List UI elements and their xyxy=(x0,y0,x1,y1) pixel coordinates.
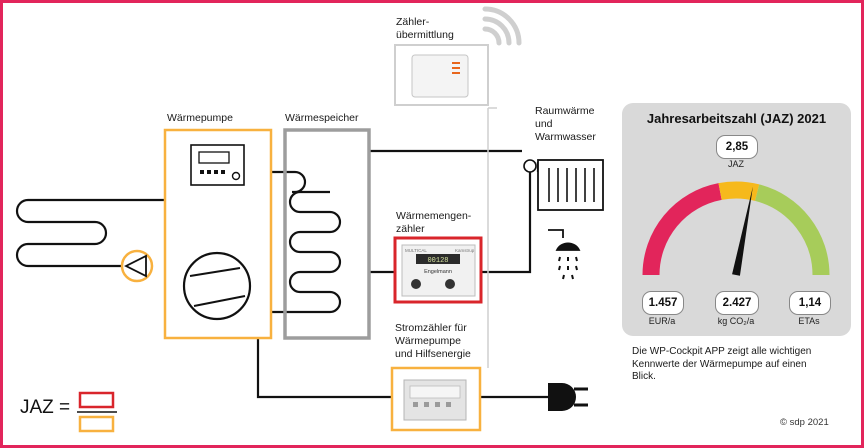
label-heat-storage: Wärmespeicher xyxy=(285,112,359,124)
wifi-signal-icon xyxy=(482,6,522,46)
compressor-icon xyxy=(182,251,252,321)
power-line xyxy=(256,330,392,399)
jaz-formula-label: JAZ = xyxy=(20,397,71,418)
jaz-caption: JAZ xyxy=(727,159,744,169)
circulation-pump-icon xyxy=(120,249,154,283)
copyright: © sdp 2021 xyxy=(780,417,829,428)
jaz-formula xyxy=(77,391,117,433)
meter-brand-right: Kamstrup xyxy=(455,248,475,253)
panel-title: Jahresarbeitszahl (JAZ) 2021 xyxy=(646,111,827,126)
data-lines xyxy=(487,107,497,368)
label-power-meter: Stromzähler für Wärmepumpe und Hilfsener… xyxy=(395,322,471,360)
radiator-icon xyxy=(523,159,604,211)
meter-reading: 00128 xyxy=(427,257,448,265)
pipework xyxy=(15,149,548,399)
heat-storage-tank xyxy=(283,128,371,340)
meter-maker: Engelmann xyxy=(424,269,452,275)
shower-icon xyxy=(548,229,581,280)
ground-loop-upper xyxy=(15,198,165,246)
gauge-segment-mid xyxy=(718,181,760,201)
label-heat-pump: Wärmepumpe xyxy=(167,112,233,124)
storage-coil xyxy=(165,170,342,314)
metric-etas-caption: ETAs xyxy=(798,316,820,326)
metric-etas-value: 1,14 xyxy=(789,291,831,315)
jaz-value: 2,85 xyxy=(716,135,758,159)
din-rail-meter-icon xyxy=(403,379,467,421)
metric-co2-caption: kg CO₂/a xyxy=(717,316,755,326)
app-description: Die WP-Cockpit APP zeigt alle wichtigen … xyxy=(632,346,812,382)
gauge-segment-high xyxy=(754,184,830,276)
app-panel: Jahresarbeitszahl (JAZ) 2021 2,85 JAZ 1.… xyxy=(622,103,851,336)
label-space-heat: Raumwärme und Warmwasser xyxy=(535,105,596,143)
gauge-needle xyxy=(732,186,753,276)
power-plug-icon xyxy=(548,383,588,411)
metric-eur-value: 1.457 xyxy=(642,291,684,315)
label-transmission: Zähler- übermittlung xyxy=(396,16,454,41)
jaz-gauge xyxy=(642,181,830,276)
ground-loop-lower xyxy=(15,242,122,268)
metric-co2-value: 2.427 xyxy=(715,291,759,315)
meter-brand-left: MULTICAL xyxy=(405,248,427,253)
gauge-segment-low xyxy=(642,183,722,276)
return-line-2 xyxy=(480,172,532,274)
label-heat-meter: Wärmemengen- zähler xyxy=(396,210,472,235)
metric-eur-caption: EUR/a xyxy=(648,316,676,326)
